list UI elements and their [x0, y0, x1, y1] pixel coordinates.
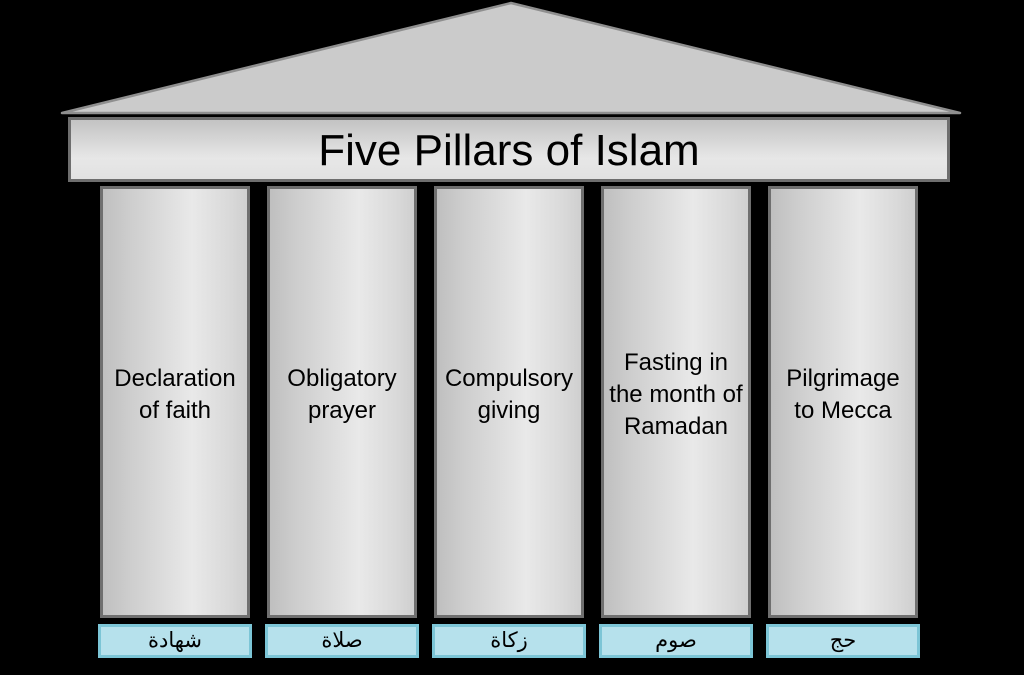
arabic-label-box: شهادة — [98, 624, 252, 658]
arabic-label: صوم — [655, 628, 697, 652]
arabic-label: شهادة — [147, 628, 203, 652]
pillar-unit-sawm: Fasting in the month of Ramadan صوم — [599, 186, 753, 658]
arabic-label: صلاة — [321, 628, 363, 652]
arabic-label-box: صلاة — [265, 624, 419, 658]
pillar-label-english: Pilgrimage to Mecca — [786, 364, 900, 424]
arabic-label-box: صوم — [599, 624, 753, 658]
roof-pediment — [60, 1, 962, 115]
arabic-label-box: زكاة — [432, 624, 586, 658]
arabic-label: زكاة — [490, 628, 528, 652]
arabic-label-box: حج — [766, 624, 920, 658]
title-banner: Five Pillars of Islam — [68, 117, 950, 182]
pediment-triangle — [60, 1, 962, 115]
pillar-pilgrimage-mecca: Pilgrimage to Mecca — [768, 186, 918, 618]
pillar-label-english: Declaration of faith — [114, 364, 236, 424]
diagram-title: Five Pillars of Islam — [318, 125, 700, 175]
pillars-row: Declaration of faith شهادة Obligatory pr… — [98, 186, 920, 658]
pillar-declaration-of-faith: Declaration of faith — [100, 186, 250, 618]
pillar-obligatory-prayer: Obligatory prayer — [267, 186, 417, 618]
arabic-label: حج — [829, 628, 857, 652]
pillar-unit-salah: Obligatory prayer صلاة — [265, 186, 419, 658]
pillar-label-english: Obligatory prayer — [287, 364, 397, 424]
pillar-label-english: Compulsory giving — [444, 364, 574, 424]
pillar-unit-hajj: Pilgrimage to Mecca حج — [766, 186, 920, 658]
pillar-compulsory-giving: Compulsory giving — [434, 186, 584, 618]
pillar-unit-zakat: Compulsory giving زكاة — [432, 186, 586, 658]
pillar-fasting-ramadan: Fasting in the month of Ramadan — [601, 186, 751, 618]
pillar-label-english: Fasting in the month of Ramadan — [609, 348, 743, 441]
pillar-unit-shahada: Declaration of faith شهادة — [98, 186, 252, 658]
